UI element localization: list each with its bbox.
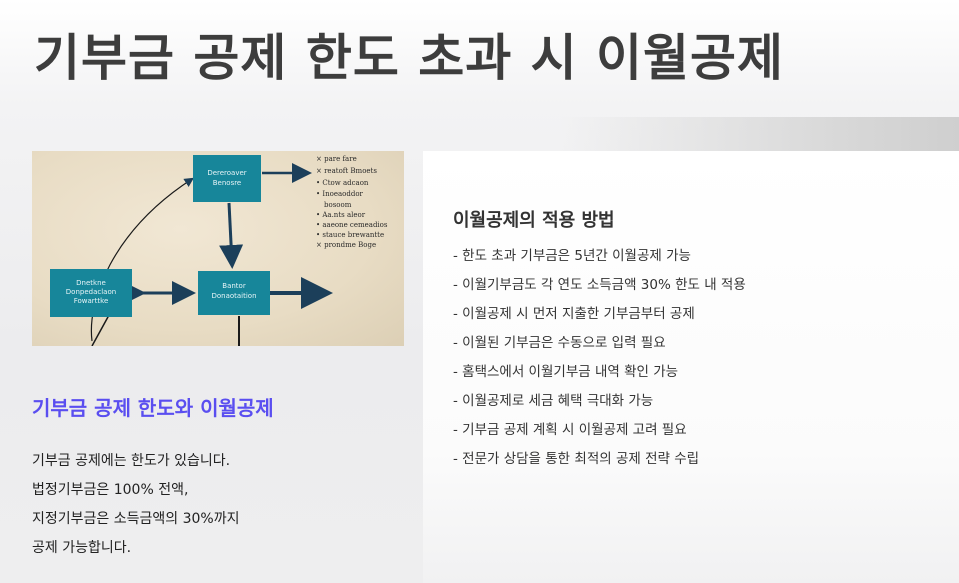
flow-box-bottom-line2: Donaotaition bbox=[211, 292, 256, 300]
note-line: bosoom bbox=[324, 201, 352, 209]
flow-box-left-line2: Donpedaclaon bbox=[66, 288, 116, 296]
list-item: - 전문가 상담을 통한 최적의 공제 전략 수립 bbox=[453, 451, 700, 467]
flowchart-illustration: Dereroaver Benosre Dnetkne Donpedaclaon … bbox=[32, 151, 404, 346]
list-item: - 한도 초과 기부금은 5년간 이월공제 가능 bbox=[453, 248, 691, 264]
flow-box-top-line1: Dereroaver bbox=[207, 169, 246, 177]
note-line: • aaeone cemeadios bbox=[316, 221, 388, 229]
method-list: - 한도 초과 기부금은 5년간 이월공제 가능 - 이월기부금도 각 연도 소… bbox=[453, 242, 746, 474]
flow-box-bottom-line1: Bantor bbox=[222, 282, 246, 290]
right-section-heading: 이월공제의 적용 방법 bbox=[453, 210, 615, 231]
list-item: - 이월공제 시 먼저 지출한 기부금부터 공제 bbox=[453, 306, 695, 322]
right-panel: 이월공제의 적용 방법 - 한도 초과 기부금은 5년간 이월공제 가능 - 이… bbox=[423, 151, 959, 583]
left-paragraph-line: 지정기부금은 소득금액의 30%까지 bbox=[32, 511, 240, 527]
flow-box-left bbox=[50, 269, 132, 317]
left-section-heading: 기부금 공제 한도와 이월공제 bbox=[32, 396, 274, 420]
left-paragraph-line: 법정기부금은 100% 전액, bbox=[32, 482, 189, 498]
left-paragraph: 기부금 공제에는 한도가 있습니다. 법정기부금은 100% 전액, 지정기부금… bbox=[32, 447, 239, 563]
note-line: • Inoeaoddor bbox=[316, 190, 364, 198]
list-item: - 홈택스에서 이월기부금 내역 확인 가능 bbox=[453, 364, 679, 380]
left-paragraph-line: 공제 가능합니다. bbox=[32, 540, 132, 556]
note-line: × reatoft Bmoets bbox=[316, 167, 377, 175]
flowchart-drawing: Dereroaver Benosre Dnetkne Donpedaclaon … bbox=[50, 155, 388, 346]
list-item: - 이월공제로 세금 혜택 극대화 가능 bbox=[453, 393, 654, 409]
list-item: - 기부금 공제 계획 시 이월공제 고려 필요 bbox=[453, 422, 687, 438]
flow-box-top bbox=[193, 155, 261, 202]
page-title: 기부금 공제 한도 초과 시 이월공제 bbox=[34, 29, 785, 87]
curve-arrow bbox=[90, 177, 195, 342]
note-line: × pare fare bbox=[316, 155, 357, 163]
note-line: × prondme Boge bbox=[316, 241, 376, 249]
note-line: • stauce brewantte bbox=[316, 231, 384, 239]
note-line: • Aa.nts aleor bbox=[316, 211, 366, 219]
left-paragraph-line: 기부금 공제에는 한도가 있습니다. bbox=[32, 453, 231, 469]
flow-box-left-line1: Dnetkne bbox=[76, 279, 106, 287]
arrow-down bbox=[219, 202, 244, 269]
note-line: • Ctow adcaon bbox=[316, 179, 369, 187]
list-item: - 이월된 기부금은 수동으로 입력 필요 bbox=[453, 335, 666, 351]
flow-box-bottom bbox=[198, 271, 270, 315]
decorative-accent-bar bbox=[560, 117, 959, 153]
flow-box-top-line2: Benosre bbox=[213, 179, 242, 187]
list-item: - 이월기부금도 각 연도 소득금액 30% 한도 내 적용 bbox=[453, 277, 746, 293]
flow-box-left-line3: Fowarttke bbox=[74, 297, 109, 305]
